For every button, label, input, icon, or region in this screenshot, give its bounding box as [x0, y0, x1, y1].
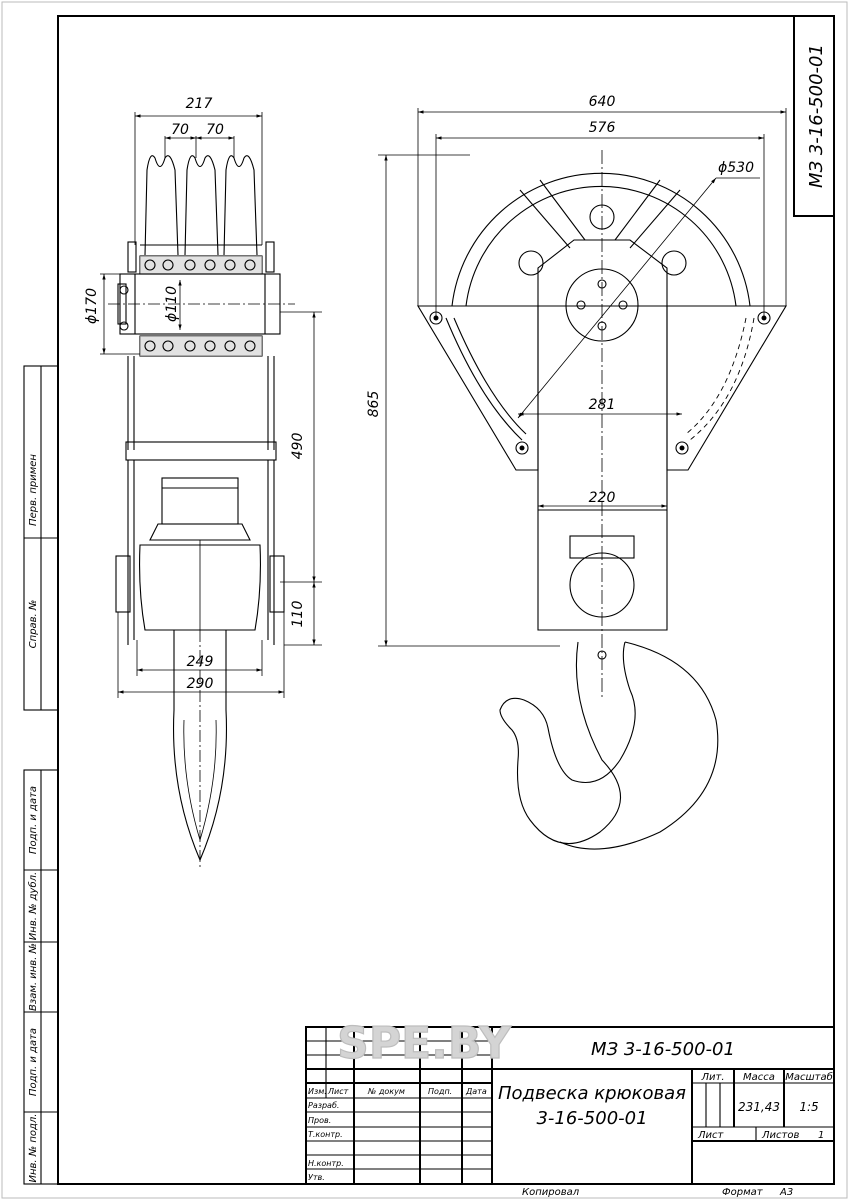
- sheave-group: [127, 155, 275, 273]
- designation-vertical: МЗ 3-16-500-01: [806, 44, 827, 188]
- side-view: 217 70 70 ϕ170 ϕ110 490 110 249: [84, 96, 322, 870]
- col-podp: Подп.: [428, 1087, 452, 1096]
- title-block: МЗ 3-16-500-01 Подвеска крюковая 3-16-50…: [305, 1026, 835, 1185]
- strip-sprav-no: Справ. №: [28, 600, 39, 649]
- side-plates: [125, 356, 277, 645]
- hook-front: [499, 641, 719, 850]
- list-label: Лист: [697, 1130, 725, 1141]
- side-dimensions: 217 70 70 ϕ170 ϕ110 490 110 249: [84, 96, 322, 698]
- dim-281: 281: [589, 397, 616, 413]
- strip-podp-data-2: Подп. и дата: [28, 1028, 39, 1096]
- dim-phi-170: ϕ170: [84, 288, 100, 324]
- row-nkontr: Н.контр.: [308, 1159, 344, 1168]
- lower-bearing-row: [139, 335, 263, 357]
- dim-576: 576: [589, 120, 616, 136]
- footer-kopiroval: Копировал: [522, 1187, 580, 1198]
- row-razrab: Разраб.: [308, 1101, 339, 1110]
- dim-249: 249: [187, 654, 214, 670]
- traverse: [115, 477, 285, 631]
- upper-bearing-row: [139, 255, 263, 275]
- footer: Копировал Формат А3: [522, 1187, 793, 1198]
- col-list: Лист: [327, 1087, 349, 1096]
- title-designation: МЗ 3-16-500-01: [591, 1039, 735, 1060]
- dim-640: 640: [589, 94, 616, 110]
- strip-perv-primen: Перв. примен: [28, 454, 39, 526]
- front-dimensions: 640 576 ϕ530 865 281 220: [366, 94, 787, 647]
- dim-865: 865: [366, 391, 382, 418]
- lit-label: Лит.: [700, 1072, 724, 1083]
- strip-inv-dubl: Инв. № дубл.: [27, 872, 39, 940]
- front-view: 640 576 ϕ530 865 281 220: [366, 94, 787, 850]
- footer-format-value: А3: [779, 1187, 793, 1198]
- axle: [108, 273, 295, 335]
- strip-inv-podl: Инв. № подл.: [28, 1114, 39, 1183]
- strip-podp-data-1: Подп. и дата: [28, 786, 39, 854]
- col-dokum: № докум: [367, 1087, 405, 1096]
- dim-290: 290: [187, 676, 214, 692]
- col-izm: Изм.: [308, 1087, 327, 1096]
- left-strip: Перв. примен Справ. № Подп. и дата Инв. …: [23, 365, 59, 1185]
- massa-value: 231,43: [738, 1100, 780, 1114]
- masshtab-value: 1:5: [799, 1100, 818, 1114]
- footer-format-label: Формат: [722, 1187, 764, 1198]
- dim-phi-530: ϕ530: [718, 160, 754, 176]
- watermark: SPE.BY: [337, 1018, 512, 1069]
- listov-value: 1: [818, 1130, 824, 1141]
- title-name-line1: Подвеска крюковая: [498, 1083, 686, 1104]
- designation-box-vertical: МЗ 3-16-500-01: [793, 15, 835, 217]
- row-utv: Утв.: [308, 1173, 325, 1182]
- listov-label: Листов: [761, 1130, 799, 1141]
- title-name-line2: 3-16-500-01: [536, 1108, 647, 1129]
- dim-490: 490: [290, 433, 306, 460]
- masshtab-label: Масштаб: [785, 1071, 833, 1083]
- dim-217: 217: [186, 96, 213, 112]
- dim-70-a: 70: [171, 122, 189, 138]
- col-data: Дата: [465, 1087, 487, 1096]
- row-prov: Пров.: [308, 1116, 331, 1125]
- dim-220: 220: [589, 490, 616, 506]
- row-tkontr: Т.контр.: [308, 1130, 343, 1139]
- massa-label: Масса: [743, 1072, 775, 1083]
- strip-vzam-inv: Взам. инв. №: [28, 943, 39, 1011]
- dim-phi-110: ϕ110: [164, 286, 180, 322]
- dim-110: 110: [290, 601, 306, 628]
- dim-70-b: 70: [206, 122, 224, 138]
